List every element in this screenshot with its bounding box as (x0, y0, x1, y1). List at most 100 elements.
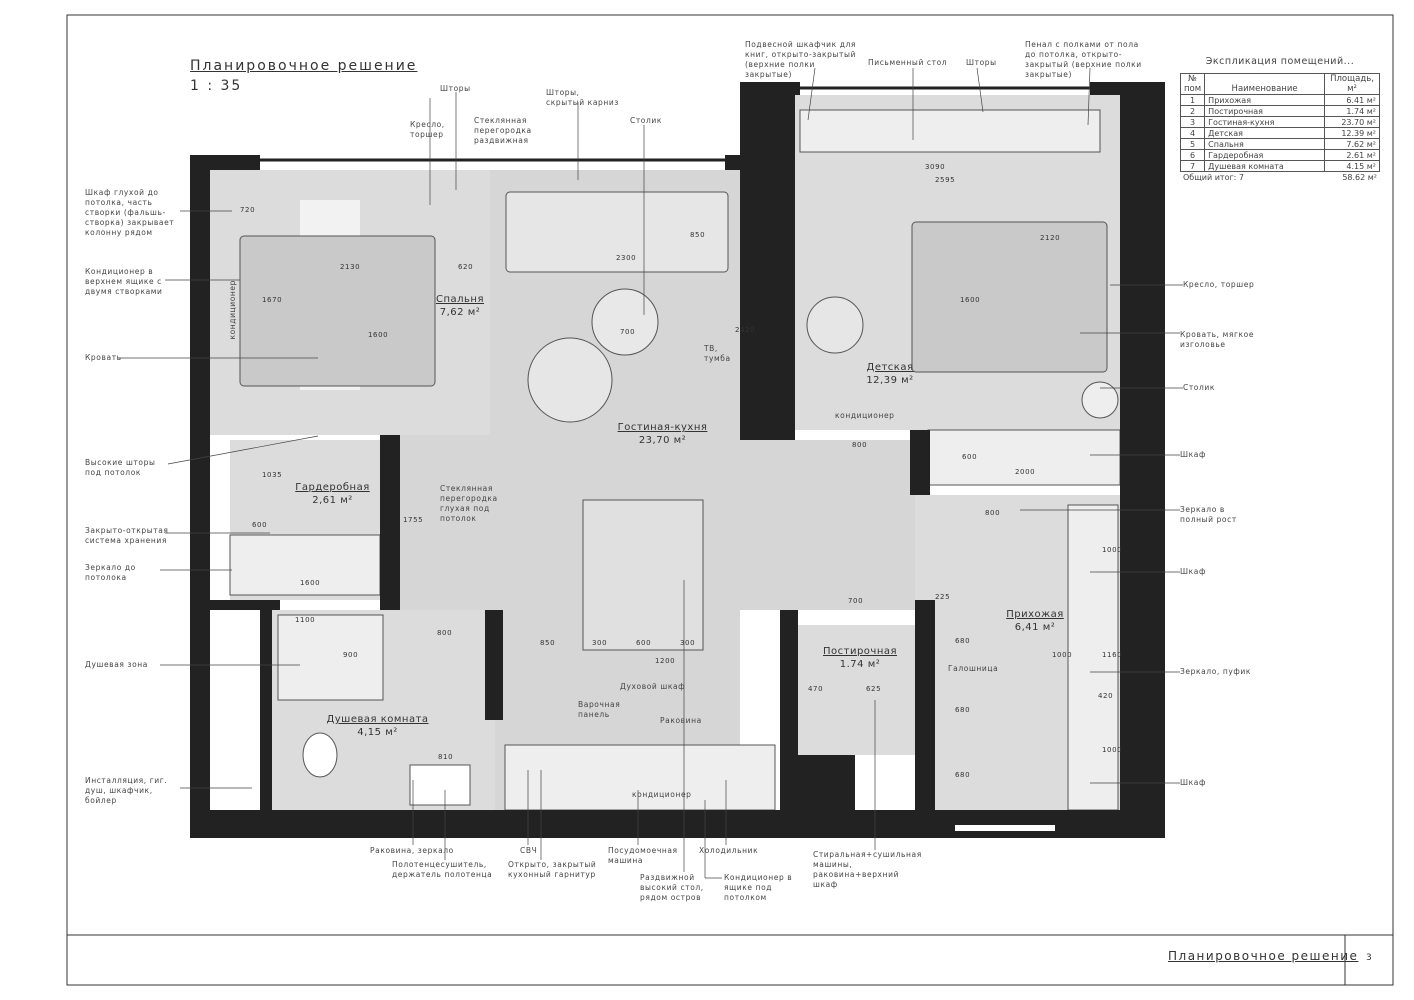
room-name: Гардеробная (295, 482, 370, 493)
walls (190, 82, 1165, 838)
dimension-label: 2120 (1040, 234, 1061, 242)
dimension-label: 680 (955, 706, 971, 714)
wall-kids-bottom (910, 430, 930, 495)
dimension-label: 680 (955, 637, 971, 645)
dimension-label: 300 (592, 639, 608, 647)
callout-top: Шторы (440, 84, 471, 93)
callout-right: Шкаф (1180, 450, 1206, 459)
row-name: Постирочная (1204, 105, 1325, 117)
row-area: 2.61 м² (1324, 149, 1380, 161)
callout-bottom: Раздвижной высокий стол, рядом остров (640, 873, 704, 902)
row-area: 1.74 м² (1324, 105, 1380, 117)
dimension-label: 1160 (1102, 651, 1123, 659)
wall-living-kids (740, 82, 795, 440)
label-glass-wall: Стеклянная перегородка глухая под потоло… (440, 484, 498, 523)
callout-bottom: Открыто, закрытый кухонный гарнитур (508, 860, 597, 879)
wall-left (190, 155, 210, 838)
sofa (505, 191, 729, 273)
dimension-label: 2420 (735, 326, 756, 334)
row-num: 4 (1179, 127, 1206, 139)
label-hob: Варочная панель (578, 700, 621, 719)
callout-bottom: Посудомоечная машина (608, 846, 678, 865)
row-num: 1 (1179, 94, 1206, 106)
room-name: Спальня (436, 294, 484, 305)
callout-right: Шкаф (1180, 778, 1206, 787)
dimension-label: 300 (680, 639, 696, 647)
callout-top: Стеклянная перегородка раздвижная (474, 116, 532, 145)
wall-top-kids (740, 82, 800, 95)
room-label-wardrobe: Гардеробная 2,61 м² (285, 481, 380, 507)
label-oven: Духовой шкаф (620, 682, 686, 691)
callout-bottom: СВЧ (520, 846, 538, 855)
row-area: 12.39 м² (1324, 127, 1380, 139)
label-sink: Раковина (660, 716, 702, 725)
callout-bottom: Раковина, зеркало (370, 846, 454, 855)
row-name: Гостиная-кухня (1204, 116, 1325, 128)
wall-right (1120, 82, 1165, 838)
wall-top-left (190, 155, 260, 170)
room-area: 2,61 м² (312, 495, 353, 506)
row-num: 6 (1179, 149, 1206, 161)
label-shoe-rack: Галошница (948, 664, 999, 673)
callout-top: Подвесной шкафчик для книг, открыто-закр… (745, 40, 857, 79)
label-ac-kitchen: кондиционер (632, 790, 692, 799)
wall-laundry-right (915, 600, 935, 815)
dimension-label: 1200 (655, 657, 676, 665)
room-area: 6,41 м² (1014, 622, 1056, 633)
room-schedule-caption: Экспликация помещений... (1205, 56, 1355, 67)
leader-lines (118, 67, 1183, 879)
windows (260, 86, 1090, 162)
dimension-label: 1100 (295, 616, 316, 624)
callout-top: Столик (630, 116, 662, 125)
row-area: 7.62 м² (1324, 138, 1380, 150)
dimension-label: 1755 (403, 516, 424, 524)
kids-side-table (1081, 381, 1119, 419)
callout-top: Шторы, скрытый карниз (546, 88, 619, 107)
callout-top: Шторы (966, 58, 997, 67)
armchair-kids (806, 296, 864, 354)
room-area: 4,15 м² (357, 727, 398, 738)
dimension-label: 225 (935, 593, 951, 601)
dimension-label: 600 (252, 521, 268, 529)
wall-shower-top (210, 600, 280, 610)
room-name: Гостиная-кухня (617, 422, 708, 433)
dimension-label: 1600 (368, 331, 389, 339)
coffee-table (591, 288, 659, 356)
wardrobe-storage (229, 534, 381, 596)
callout-left: Шкаф глухой до потолка, часть створки (ф… (85, 188, 175, 237)
callout-top: Письменный стол (868, 58, 948, 67)
wall-top-pillar (725, 155, 740, 170)
armchair-living (527, 337, 613, 423)
wall-laundry-left (780, 610, 798, 810)
laundry-floor (795, 625, 915, 755)
dimension-label: 2000 (1015, 468, 1036, 476)
dimension-label: 3090 (925, 163, 946, 171)
room-area: 12,39 м² (866, 375, 914, 386)
row-num: 2 (1179, 105, 1206, 117)
row-name: Гардеробная (1204, 149, 1325, 161)
row-area: 6.41 м² (1324, 94, 1380, 106)
dimension-label: 470 (808, 685, 824, 693)
callout-left: Высокие шторы под потолок (85, 458, 156, 477)
dimension-label: 850 (540, 639, 556, 647)
dimension-label: 625 (866, 685, 882, 693)
room-label-kids: Детская 12,39 м² (845, 361, 935, 387)
dimension-label: 1000 (1102, 746, 1123, 754)
room-area: 1.74 м² (839, 659, 881, 670)
room-name: Детская (866, 362, 914, 373)
dimension-label: 810 (438, 753, 454, 761)
dimension-label: 620 (458, 263, 474, 271)
total-area: 58.62 м² (1342, 173, 1377, 182)
wall-wardrobe-right (380, 435, 400, 610)
dimension-label: 1000 (1102, 546, 1123, 554)
bathroom-sink (409, 764, 471, 806)
label-ac-bedroom: кондиционер (228, 280, 237, 340)
